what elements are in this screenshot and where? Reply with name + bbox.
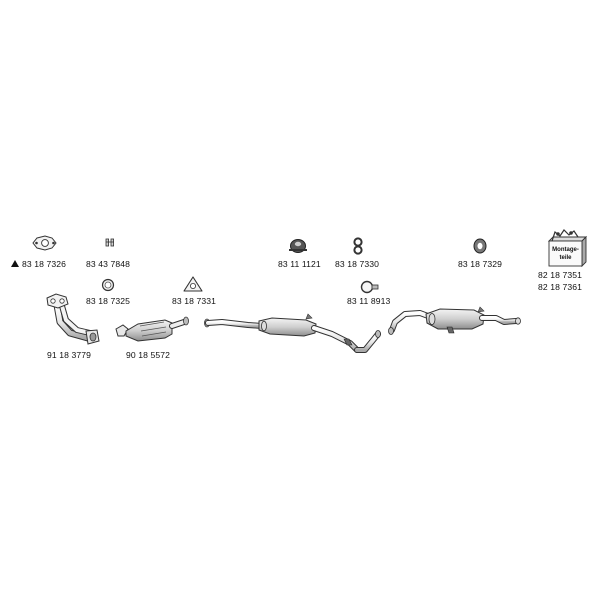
bolts-icon: [105, 238, 114, 247]
part-number-mounting-kit-b: 82 18 7361: [538, 282, 583, 292]
mounting-kit-box-icon: Montage- teile: [547, 229, 588, 268]
part-number-ring-gasket: 83 18 7325: [86, 296, 131, 306]
mounting-kit-box-line1: Montage-: [552, 247, 579, 253]
rubber-mount-figure8-icon: [353, 237, 363, 255]
part-number-rubber-mount-round: 83 11 1121: [278, 259, 321, 269]
middle-muffler-icon: [204, 313, 381, 353]
rubber-ring-icon: [473, 238, 487, 254]
part-number-rubber-ring: 83 18 7329: [458, 259, 503, 269]
mounting-kit-box-line2: teile: [559, 255, 572, 261]
part-number-catalytic-converter: 90 18 5572: [126, 350, 171, 360]
part-number-bolts: 83 43 7848: [86, 259, 131, 269]
triangle-flange-icon: [183, 276, 203, 292]
part-number-triangle-flange: 83 18 7331: [172, 296, 217, 306]
rubber-mount-round-icon: [289, 239, 307, 253]
rear-silencer-icon: [388, 306, 521, 335]
part-number-clamp: 83 11 8913: [347, 296, 391, 306]
triangle-marker-icon: [11, 260, 19, 267]
front-gasket-icon: [32, 235, 57, 251]
part-number-front-gasket: 83 18 7326: [22, 259, 67, 269]
part-number-rubber-mount-figure8: 83 18 7330: [335, 259, 380, 269]
part-number-front-pipe: 91 18 3779: [47, 350, 92, 360]
catalytic-converter-icon: [115, 316, 189, 342]
part-number-mounting-kit-a: 82 18 7351: [538, 270, 583, 280]
ring-gasket-icon: [101, 278, 115, 292]
clamp-icon: [360, 280, 379, 294]
front-pipe-icon: [46, 293, 100, 345]
